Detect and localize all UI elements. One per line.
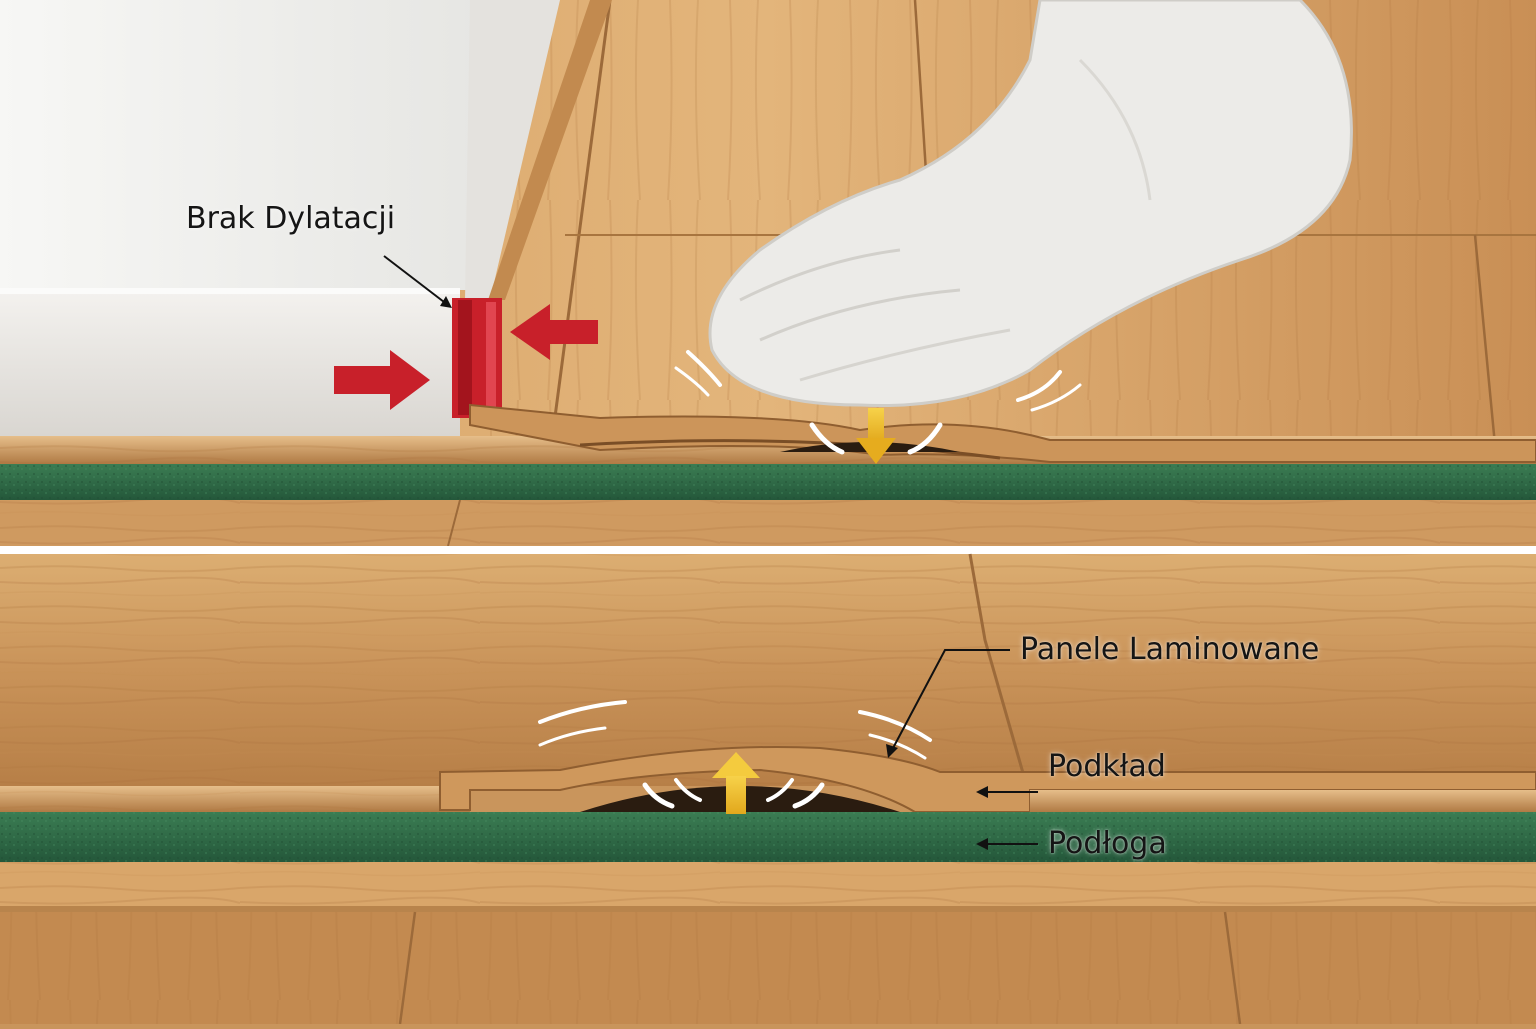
brak-dylatacji-leader — [383, 255, 445, 303]
yellow-arrow-icon — [712, 752, 760, 814]
top-buckled-plank — [469, 403, 1536, 463]
label-brak-dylatacji: Brak Dylatacji — [186, 201, 396, 236]
yellow-arrow-icon — [856, 408, 896, 464]
bottom-panel — [0, 553, 1536, 1025]
sock-foot — [708, 0, 1353, 408]
label-panele-laminowane: Panele Laminowane — [1020, 632, 1320, 667]
panele-leader — [891, 649, 1010, 751]
wall — [0, 0, 485, 290]
label-podloga: Podłoga — [1048, 826, 1167, 861]
label-podklad: Podkład — [1048, 749, 1166, 784]
top-panel — [0, 0, 1536, 547]
panel-divider — [0, 546, 1536, 554]
red-arrow-icon — [334, 304, 598, 410]
skirting-board — [0, 288, 460, 436]
